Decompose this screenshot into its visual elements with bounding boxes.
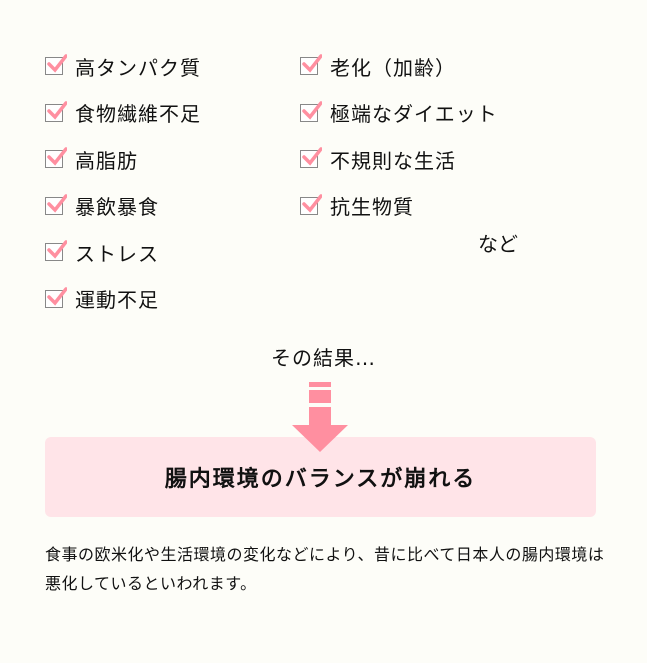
checklist-item: 不規則な生活 — [300, 146, 456, 173]
arrow-dash-2 — [309, 390, 331, 403]
checklist-label: 食物繊維不足 — [75, 102, 201, 126]
etc-label: など — [478, 232, 518, 256]
down-arrow-icon — [292, 425, 348, 452]
checkbox-checked-icon — [45, 147, 67, 168]
arrow-dash-1 — [309, 382, 331, 387]
checklist-item: 暴飲暴食 — [45, 193, 159, 219]
result-label: その結果… — [271, 346, 376, 370]
checklist-label: 老化（加齢） — [330, 55, 456, 80]
checklist-label: ストレス — [75, 241, 159, 266]
checklist-label: 不規則な生活 — [330, 148, 456, 173]
arrow-shaft — [309, 407, 331, 427]
checklist-item: 老化（加齢） — [300, 53, 456, 80]
checklist-item: 運動不足 — [45, 286, 159, 312]
checklist-label: 高タンパク質 — [75, 55, 201, 80]
checkbox-checked-icon — [300, 193, 322, 215]
checklist-item: ストレス — [45, 239, 159, 266]
conclusion-text: 腸内環境のバランスが崩れる — [164, 467, 477, 492]
checklist-label: 暴飲暴食 — [75, 195, 159, 219]
checkbox-checked-icon — [45, 54, 67, 75]
checkbox-checked-icon — [300, 147, 322, 168]
checklist-item: 抗生物質 — [300, 193, 414, 219]
checkbox-checked-icon — [300, 54, 322, 75]
checkbox-checked-icon — [45, 240, 67, 261]
checkbox-checked-icon — [300, 100, 322, 122]
checklist-label: 極端なダイエット — [330, 102, 498, 126]
checkbox-checked-icon — [45, 193, 67, 215]
checklist-item: 高タンパク質 — [45, 53, 201, 80]
description-paragraph: 食事の欧米化や生活環境の変化などにより、昔に比べて日本人の腸内環境は悪化している… — [45, 545, 605, 593]
checkbox-checked-icon — [45, 100, 67, 122]
checklist-item: 高脂肪 — [45, 146, 138, 173]
checklist-label: 抗生物質 — [330, 195, 414, 219]
checklist-label: 運動不足 — [75, 288, 159, 312]
checklist-label: 高脂肪 — [75, 148, 138, 173]
checkbox-checked-icon — [45, 286, 67, 308]
checklist-item: 極端なダイエット — [300, 100, 498, 126]
checklist-item: 食物繊維不足 — [45, 100, 201, 126]
